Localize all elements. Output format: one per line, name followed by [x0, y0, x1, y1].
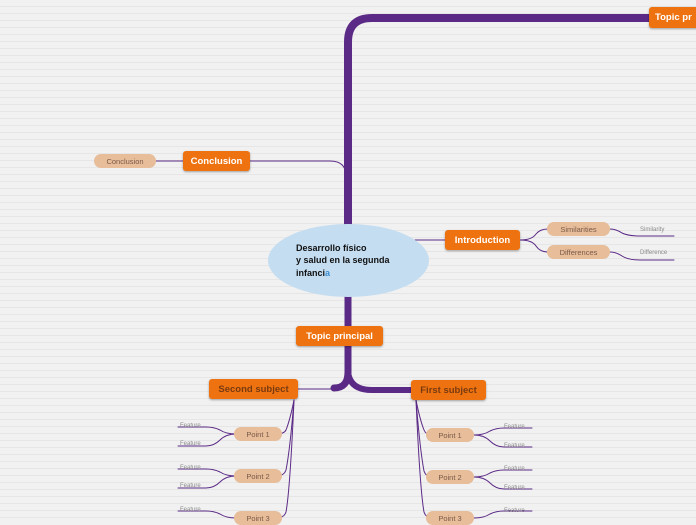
connector-conclusion	[249, 160, 347, 177]
second-subject-point-1[interactable]: Point 1	[234, 427, 282, 441]
first-subject-point-1[interactable]: Point 1	[426, 428, 474, 442]
central-line-3-accent: a	[325, 267, 331, 278]
first-subject-point-3[interactable]: Point 3	[426, 511, 474, 525]
topic-conclusion[interactable]: Conclusion	[183, 151, 250, 171]
central-line-2: y salud en la segunda	[296, 255, 390, 266]
first-feature-1[interactable]: Feature	[504, 423, 525, 430]
second-feature-5[interactable]: Feature	[180, 506, 201, 513]
second-feature-4[interactable]: Feature	[180, 482, 201, 489]
first-feature-5[interactable]: Feature	[504, 507, 525, 514]
first-feature-2[interactable]: Feature	[504, 442, 525, 449]
second-feature-2[interactable]: Feature	[180, 440, 201, 447]
topic-second-subject[interactable]: Second subject	[209, 379, 298, 399]
subtopic-differences[interactable]: Differences	[547, 245, 610, 259]
first-feature-4[interactable]: Feature	[504, 484, 525, 491]
central-line-1: Desarrollo físico	[296, 242, 367, 253]
subtopic-similarities[interactable]: Similarities	[547, 222, 610, 236]
topic-first-subject[interactable]: First subject	[411, 380, 486, 400]
second-feature-3[interactable]: Feature	[180, 464, 201, 471]
central-topic[interactable]: Desarrollo físico y salud en la segunda …	[268, 224, 429, 297]
topic-principal[interactable]: Topic principal	[296, 326, 383, 346]
subtopic-conclusion[interactable]: Conclusion	[94, 154, 156, 168]
first-subject-point-2[interactable]: Point 2	[426, 470, 474, 484]
central-topic-text: Desarrollo físico y salud en la segunda …	[296, 242, 390, 280]
first-feature-3[interactable]: Feature	[504, 465, 525, 472]
second-subject-point-2[interactable]: Point 2	[234, 469, 282, 483]
leaf-similarity[interactable]: Similarity	[640, 226, 665, 233]
central-line-3-main: infanci	[296, 267, 326, 278]
central-line-3: infancia	[296, 267, 390, 280]
second-subject-point-3[interactable]: Point 3	[234, 511, 282, 525]
topic-introduction[interactable]: Introduction	[445, 230, 520, 250]
leaf-difference[interactable]: Difference	[640, 249, 668, 256]
topic-top-right[interactable]: Topic pr	[649, 7, 696, 28]
second-feature-1[interactable]: Feature	[180, 422, 201, 429]
